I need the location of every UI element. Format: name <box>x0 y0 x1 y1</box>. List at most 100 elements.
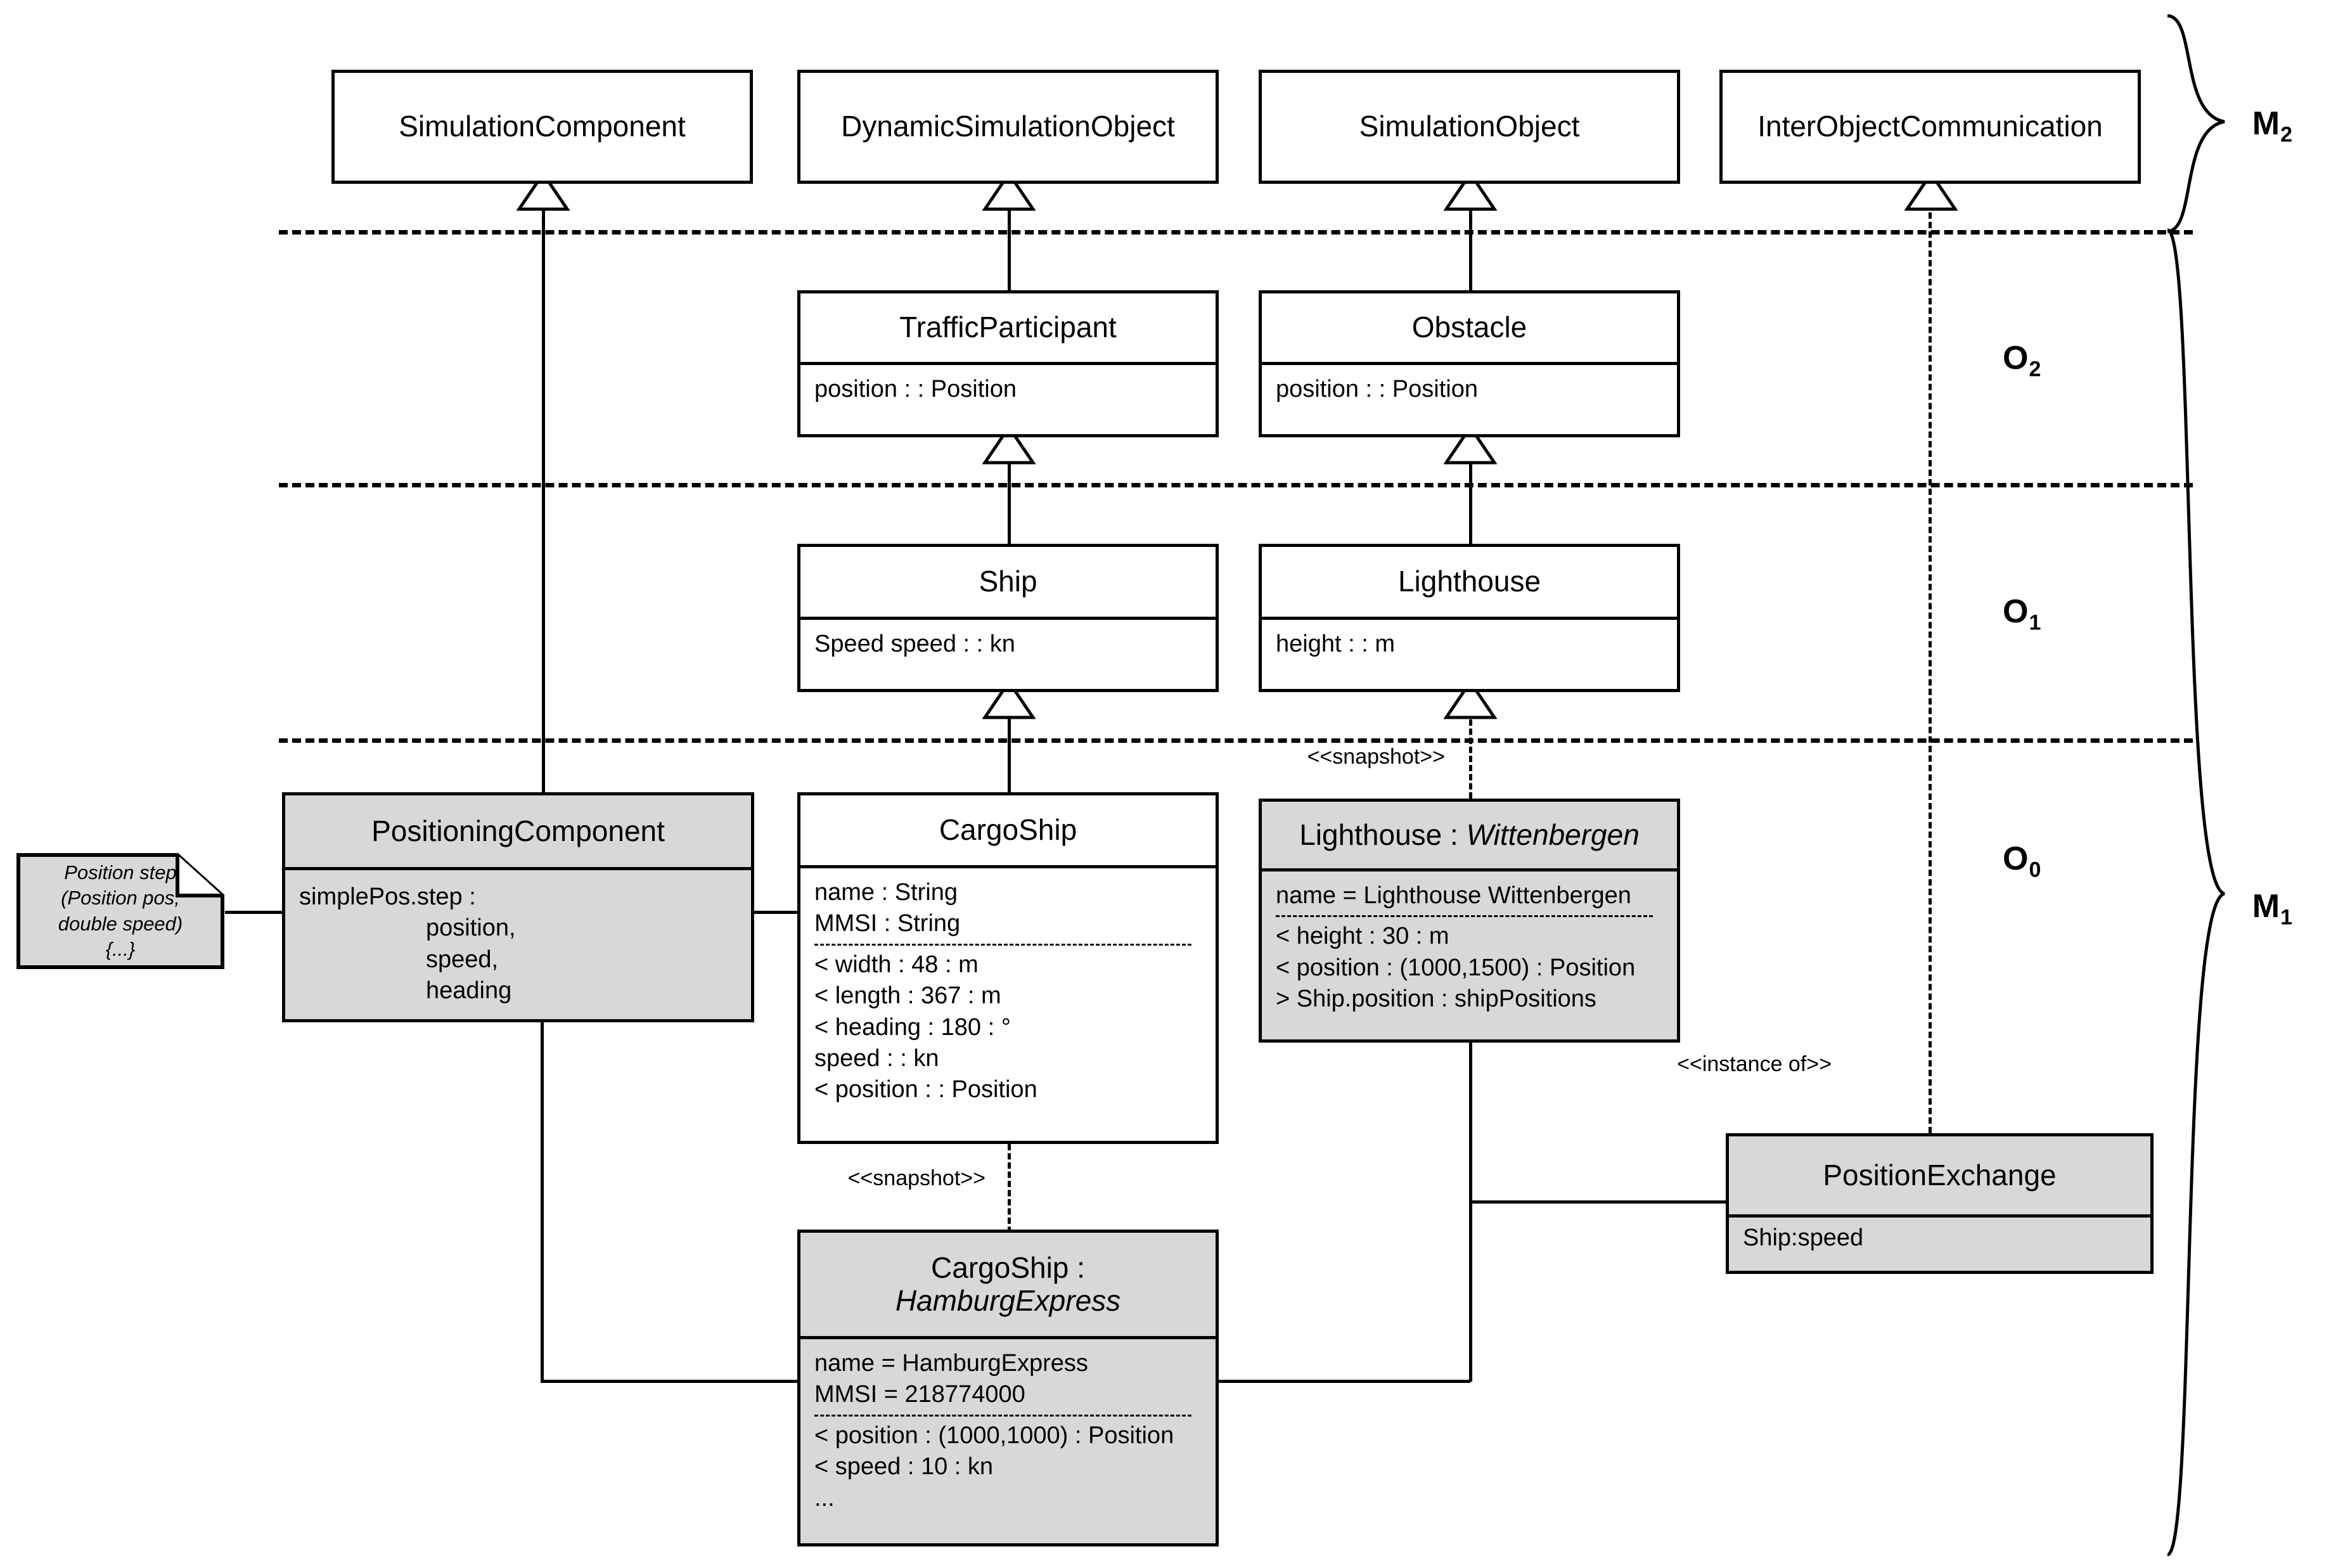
note-line: double speed) <box>58 912 183 935</box>
slot-row: < height : 30 : m <box>1276 923 1449 950</box>
hamburgexpress-right-connector <box>1204 1380 1470 1383</box>
slot-row: < speed : 10 : kn <box>814 1453 994 1481</box>
level-divider-o2-o1 <box>279 483 2193 487</box>
inheritance-line-lighthouse <box>1469 437 1472 544</box>
stereotype-snapshot-lighthouse: <<snapshot>> <box>1307 745 1445 769</box>
class-name-interobjectcommunication: InterObjectCommunication <box>1757 110 2103 143</box>
instance-attributes-positionexchange: Ship:speed <box>1729 1218 2150 1259</box>
attribute-row: position : : Position <box>1276 376 1478 402</box>
attribute-row: MMSI : String <box>814 910 961 937</box>
instance-of-line-positionexchange <box>1929 184 1932 1133</box>
slot-row: < position : (1000,1500) : Position <box>1276 954 1636 981</box>
compartment-separator <box>1262 868 1677 871</box>
class-box-interobjectcommunication[interactable]: InterObjectCommunication <box>1719 70 2141 184</box>
inheritance-line-cargoship <box>1008 692 1011 799</box>
slot-row: < length : 367 : m <box>814 982 1001 1010</box>
compartment-separator <box>800 362 1216 365</box>
note-line: {...} <box>105 937 136 960</box>
attribute-row: name = Lighthouse Wittenbergen <box>1276 882 1631 909</box>
attribute-row: Speed speed : : kn <box>814 631 1015 657</box>
class-attributes-obstacle: position : : Position <box>1262 365 1677 414</box>
positioningcomponent-instance-link-vertical <box>541 1022 544 1382</box>
inheritance-line-positioningcomponent <box>542 184 545 792</box>
class-box-ship[interactable]: Ship Speed speed : : kn <box>797 544 1219 692</box>
class-name-obstacle: Obstacle <box>1411 311 1527 344</box>
compartment-separator <box>800 617 1216 620</box>
class-box-obstacle[interactable]: Obstacle position : : Position <box>1259 290 1680 437</box>
instance-attributes-cargoship-hamburgexpress: name = HamburgExpress MMSI = 218774000 <… <box>800 1339 1216 1523</box>
level-tag-o0: O0 <box>2003 840 2042 882</box>
slot-row: speed : : kn <box>814 1044 939 1072</box>
body-row: speed, <box>426 946 499 973</box>
attribute-row: height : : m <box>1276 631 1395 657</box>
level-tag-o2: O2 <box>2003 340 2042 382</box>
class-name-cargoship: CargoShip <box>939 813 1077 847</box>
instance-body-positioningcomponent: simplePos.step : position, speed, headin… <box>285 870 751 1016</box>
instance-box-positionexchange[interactable]: PositionExchange Ship:speed <box>1726 1133 2154 1274</box>
class-name-simulationobject: SimulationObject <box>1359 110 1580 143</box>
level-tag-m1: M1 <box>2252 888 2293 930</box>
inheritance-line-ship <box>1008 437 1011 544</box>
attribute-row: name = HamburgExpress <box>814 1350 1088 1377</box>
instance-name-lighthouse-wittenbergen: Lighthouse : Wittenbergen <box>1299 818 1640 851</box>
compartment-separator <box>285 867 751 870</box>
instance-name-positionexchange: PositionExchange <box>1823 1158 2057 1192</box>
body-row: position, <box>426 915 516 942</box>
positioningcomponent-cargoship-connector <box>751 911 802 914</box>
slot-row: < position : : Position <box>814 1076 1037 1103</box>
attribute-row: Ship:speed <box>1743 1224 1864 1251</box>
attribute-slot-divider <box>814 943 1191 946</box>
note-connector <box>225 911 285 914</box>
class-name-ship: Ship <box>979 565 1037 598</box>
compartment-separator <box>1262 362 1677 365</box>
stereotype-snapshot-cargoship: <<snapshot>> <box>847 1166 986 1190</box>
class-name-trafficparticipant: TrafficParticipant <box>899 311 1117 344</box>
positioningcomponent-instance-link-horizontal <box>541 1380 800 1383</box>
class-attributes-lighthouse: height : : m <box>1262 620 1677 669</box>
slot-row: < position : (1000,1000) : Position <box>814 1422 1174 1449</box>
inheritance-line-obstacle <box>1469 184 1472 290</box>
attribute-slot-divider <box>814 1414 1191 1417</box>
class-box-trafficparticipant[interactable]: TrafficParticipant position : : Position <box>797 290 1219 437</box>
level-tag-m2: M2 <box>2252 105 2293 147</box>
instance-box-cargoship-hamburgexpress[interactable]: CargoShip :HamburgExpress name = Hamburg… <box>797 1230 1219 1546</box>
note-position-step[interactable]: Position step (Position pos, double spee… <box>16 852 225 970</box>
instance-attributes-lighthouse-wittenbergen: name = Lighthouse Wittenbergen < height … <box>1262 871 1677 1024</box>
attribute-row: MMSI = 218774000 <box>814 1381 1025 1408</box>
compartment-separator <box>1262 617 1677 620</box>
class-box-simulationobject[interactable]: SimulationObject <box>1259 70 1680 184</box>
note-line: (Position pos, <box>61 887 180 909</box>
slot-row: < heading : 180 : ° <box>814 1013 1011 1041</box>
class-name-dynamicsimulationobject: DynamicSimulationObject <box>841 110 1175 143</box>
level-divider-m2-o2 <box>279 230 2193 235</box>
instance-name-positioningcomponent: PositioningComponent <box>371 814 665 847</box>
note-line: Position step <box>64 861 177 884</box>
class-name-simulationcomponent: SimulationComponent <box>399 110 686 143</box>
compartment-separator <box>1729 1214 2150 1218</box>
stereotype-instance-of: <<instance of>> <box>1677 1052 1832 1076</box>
class-name-lighthouse: Lighthouse <box>1397 565 1541 598</box>
snapshot-line-cargoship-instance <box>1008 1144 1011 1242</box>
instance-box-positioningcomponent[interactable]: PositioningComponent simplePos.step : po… <box>282 792 754 1022</box>
attribute-row: name : String <box>814 879 958 906</box>
compartment-separator <box>800 1336 1216 1339</box>
class-box-simulationcomponent[interactable]: SimulationComponent <box>331 70 753 184</box>
instance-box-lighthouse-wittenbergen[interactable]: Lighthouse : Wittenbergen name = Lightho… <box>1259 799 1680 1043</box>
class-box-cargoship[interactable]: CargoShip name : String MMSI : String < … <box>797 792 1219 1144</box>
lighthouse-positionexchange-connector <box>1469 1200 1729 1204</box>
lighthouse-instance-link-vertical <box>1469 1043 1472 1382</box>
class-attributes-cargoship: name : String MMSI : String < width : 48… <box>800 868 1216 1115</box>
snapshot-line-lighthouse-instance <box>1469 692 1472 799</box>
class-box-dynamicsimulationobject[interactable]: DynamicSimulationObject <box>797 70 1219 184</box>
slot-row: < width : 48 : m <box>814 951 979 978</box>
class-box-lighthouse[interactable]: Lighthouse height : : m <box>1259 544 1680 692</box>
class-attributes-ship: Speed speed : : kn <box>800 620 1216 669</box>
inheritance-line-trafficparticipant <box>1008 184 1011 290</box>
level-tag-o1: O1 <box>2003 593 2042 635</box>
body-row: simplePos.step : <box>299 884 476 910</box>
class-attributes-trafficparticipant: position : : Position <box>800 365 1216 414</box>
level-divider-o1-o0 <box>279 738 2193 743</box>
note-text: Position step (Position pos, double spee… <box>16 852 236 970</box>
body-row: heading <box>426 977 512 1005</box>
